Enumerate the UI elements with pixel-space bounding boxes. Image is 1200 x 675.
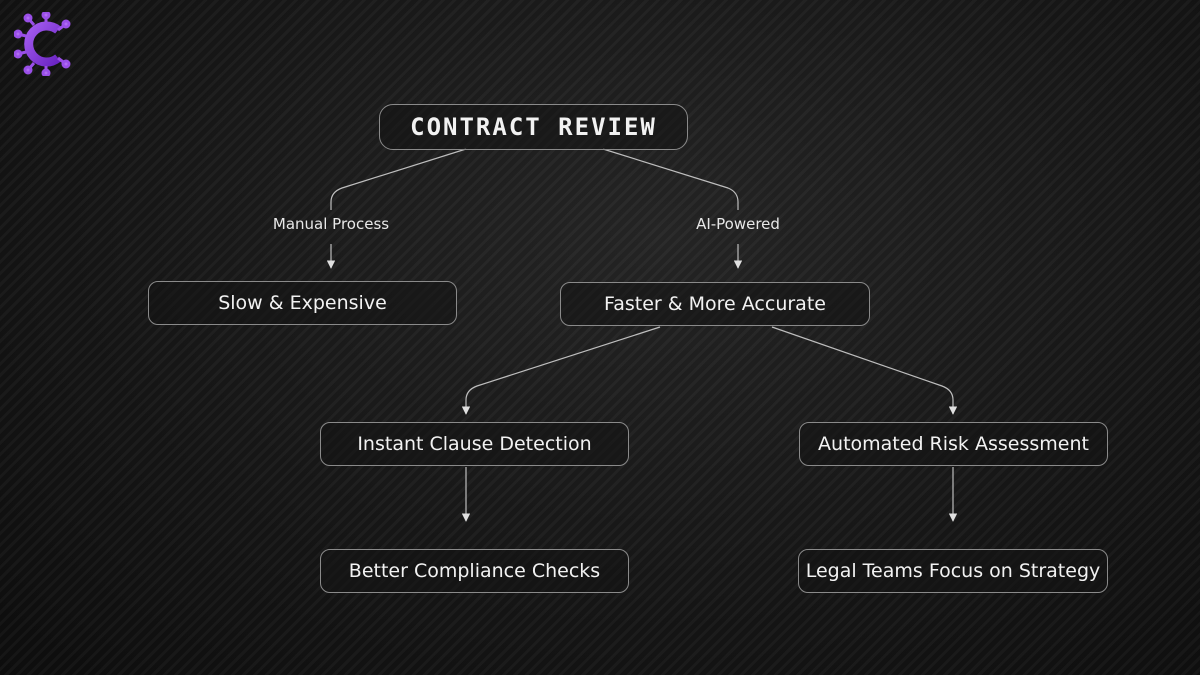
node-label: Legal Teams Focus on Strategy <box>805 560 1101 582</box>
node-faster-more-accurate: Faster & More Accurate <box>560 282 870 326</box>
edge-root-to-manual <box>330 148 467 210</box>
root-label: CONTRACT REVIEW <box>410 113 657 141</box>
edge-label-manual-process: Manual Process <box>272 215 390 233</box>
node-label: Slow & Expensive <box>218 292 387 314</box>
node-better-compliance-checks: Better Compliance Checks <box>320 549 629 593</box>
node-legal-teams-focus-on-strategy: Legal Teams Focus on Strategy <box>798 549 1108 593</box>
node-label: Automated Risk Assessment <box>818 433 1089 455</box>
edge-root-to-ai <box>602 148 739 210</box>
node-label: Better Compliance Checks <box>348 560 601 582</box>
edge-label-ai-powered: AI-Powered <box>696 215 780 233</box>
root-node-contract-review: CONTRACT REVIEW <box>379 104 688 150</box>
edge-ai-to-risk <box>771 326 958 415</box>
node-automated-risk-assessment: Automated Risk Assessment <box>799 422 1108 466</box>
edge-ai-to-clause <box>461 326 661 415</box>
node-instant-clause-detection: Instant Clause Detection <box>320 422 629 466</box>
circuit-c-logo-icon <box>14 12 71 76</box>
node-label: Instant Clause Detection <box>357 433 592 455</box>
node-label: Faster & More Accurate <box>604 293 826 315</box>
node-slow-expensive: Slow & Expensive <box>148 281 457 325</box>
